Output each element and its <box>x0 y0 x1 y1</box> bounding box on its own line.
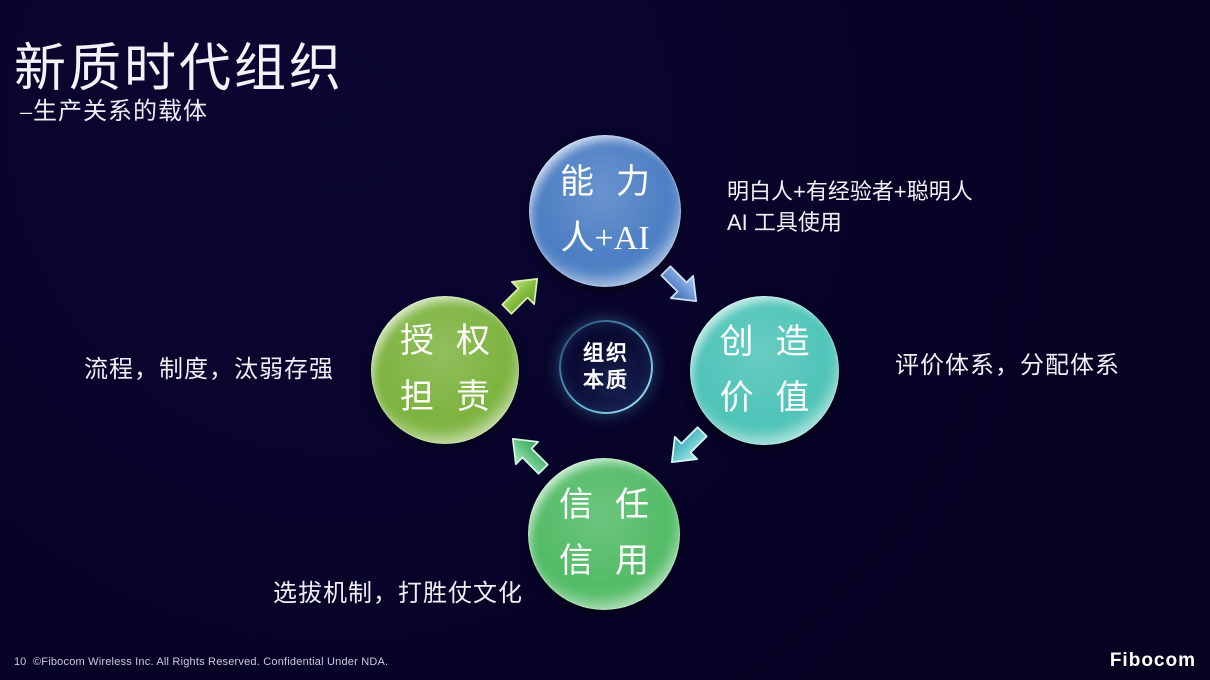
copyright-text: ©Fibocom Wireless Inc. All Rights Reserv… <box>33 656 389 668</box>
node-trust-line1: 信任 <box>559 487 671 524</box>
node-capability-circle: 能力 人+AI <box>529 135 681 287</box>
center-essence-line2: 本质 <box>583 369 629 392</box>
annotation-capability-line1: 明白人+有经验者+聪明人 <box>727 179 973 204</box>
annotation-capability-line2: AI 工具使用 <box>727 210 842 235</box>
node-create-value-line1: 创造 <box>719 323 832 361</box>
cycle-arrow-nw-icon <box>511 437 549 475</box>
slide-footer: 10 ©Fibocom Wireless Inc. All Rights Res… <box>0 650 1210 674</box>
annotation-authorization: 流程，制度，汰弱存强 <box>84 357 334 383</box>
node-trust-circle: 信任 信用 <box>528 458 680 610</box>
page-number: 10 <box>14 656 27 668</box>
node-create-value-circle: 创造 价值 <box>690 296 839 445</box>
annotation-trust: 选拔机制，打胜仗文化 <box>273 581 523 607</box>
page-subtitle: –生产关系的载体 <box>20 99 208 125</box>
node-trust-line2: 信用 <box>559 543 671 580</box>
annotation-capability: 明白人+有经验者+聪明人 AI 工具使用 <box>727 176 973 238</box>
node-authorize-line2: 担责 <box>400 379 512 416</box>
page-title: 新质时代组织 <box>14 41 345 98</box>
cycle-arrow-ne-icon <box>501 277 539 315</box>
center-essence-circle: 组织 本质 <box>559 320 653 414</box>
annotation-value: 评价体系，分配体系 <box>895 353 1120 379</box>
fibocom-logo: Fibocom <box>1109 650 1196 671</box>
node-capability-line2: 人+AI <box>560 220 650 257</box>
node-create-value-line2: 价值 <box>719 379 832 417</box>
cycle-arrow-sw-icon <box>670 426 708 464</box>
center-essence-line1: 组织 <box>583 342 629 365</box>
node-capability-line1: 能力 <box>560 164 672 201</box>
node-authorize-circle: 授权 担责 <box>371 296 519 444</box>
node-authorize-line1: 授权 <box>400 323 512 360</box>
cycle-arrow-se-icon <box>660 265 698 303</box>
